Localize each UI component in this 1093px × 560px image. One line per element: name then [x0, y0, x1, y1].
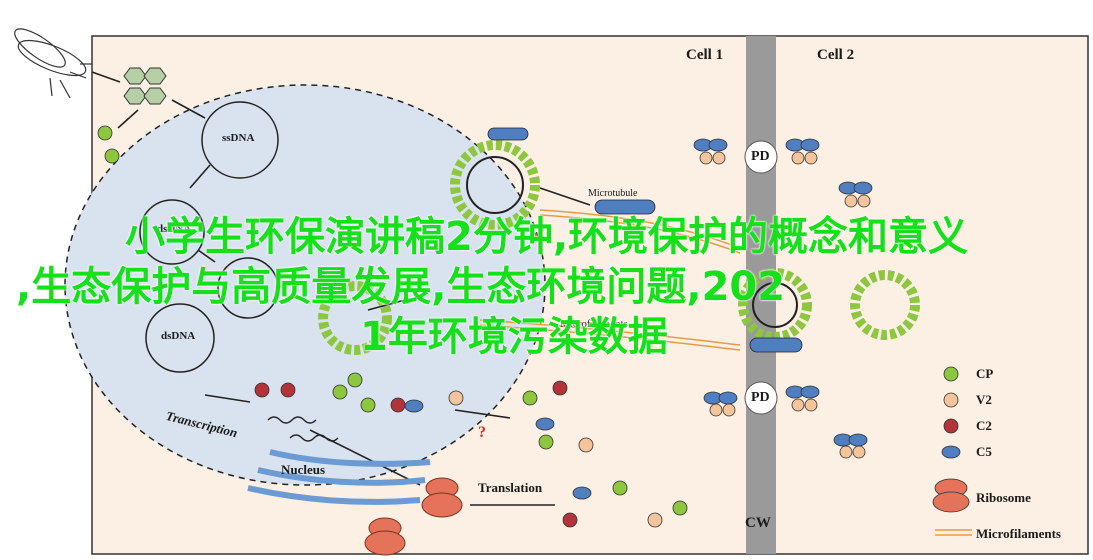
legend-c5-icon: [941, 445, 961, 459]
dsdna-circle-lower: [145, 303, 215, 373]
endoplasmic-reticulum: [247, 449, 431, 505]
label-dsdna-upper: dsDNA: [157, 223, 192, 235]
label-cell-2: Cell 2: [817, 47, 855, 63]
label-cell-wall: CW: [745, 515, 771, 531]
scattered-proteins: [97, 125, 688, 528]
viral-complex-lower: [318, 281, 392, 355]
ribosomes: [364, 477, 463, 556]
mrna-strands: [267, 416, 339, 442]
legend-v2-label: V2: [976, 392, 992, 407]
nucleus-envelope: [64, 84, 546, 486]
legend-cp-icon: [943, 366, 959, 382]
label-dsdna-lower: dsDNA: [161, 330, 196, 342]
question-mark-upper-icon: ?: [530, 230, 538, 247]
label-translation: Translation: [478, 480, 543, 495]
cell-wall: [746, 36, 776, 554]
overlay-line-3: 1年环境污染数据: [360, 314, 668, 360]
insect-vector-icon: [14, 28, 92, 99]
label-nucleus: Nucleus: [281, 462, 326, 477]
cp-v2-groups: [693, 138, 873, 459]
viral-complex-cell2-b: [850, 270, 920, 340]
label-microfilaments-inner: Microfilaments: [560, 318, 628, 330]
overlay-line-2: ,生态保护与高质量发展,生态环境问题,202: [16, 264, 786, 310]
viral-complex-cell2-a: [738, 268, 812, 342]
legend-v2-icon: [943, 392, 959, 408]
question-mark-icon: ?: [478, 424, 486, 441]
label-cell-1: Cell 1: [686, 47, 724, 63]
legend-ribosome-label: Ribosome: [976, 490, 1031, 505]
legend-microfilaments-icon: [935, 529, 972, 536]
legend-cp-label: CP: [976, 366, 994, 381]
dsdna-circle-upper: [139, 199, 205, 265]
label-microtubule: Microtubule: [588, 188, 638, 199]
label-ssdna: ssDNA: [222, 132, 255, 144]
plasmodesma-bottom: [744, 381, 778, 415]
legend-symbols: [932, 366, 972, 536]
label-pd-top: PD: [751, 149, 770, 164]
ssdna-circle: [201, 101, 279, 179]
label-pd-bottom: PD: [751, 390, 770, 405]
legend-microfilaments-label: Microfilaments: [976, 526, 1061, 541]
overlay-line-1: 小学生环保演讲稿2分钟,环境保护的概念和意义: [124, 214, 969, 260]
microfilament-lines: [479, 209, 741, 351]
virion-cluster: [123, 67, 167, 105]
viral-complex-upper: [450, 140, 540, 230]
legend-c2-label: C2: [976, 418, 992, 433]
legend-c5-label: C5: [976, 444, 992, 459]
microtubule-bars: [487, 127, 803, 353]
plasmodesma-top: [744, 140, 778, 174]
legend-c2-icon: [943, 418, 959, 434]
dsdna-circle-middle: [217, 257, 279, 319]
